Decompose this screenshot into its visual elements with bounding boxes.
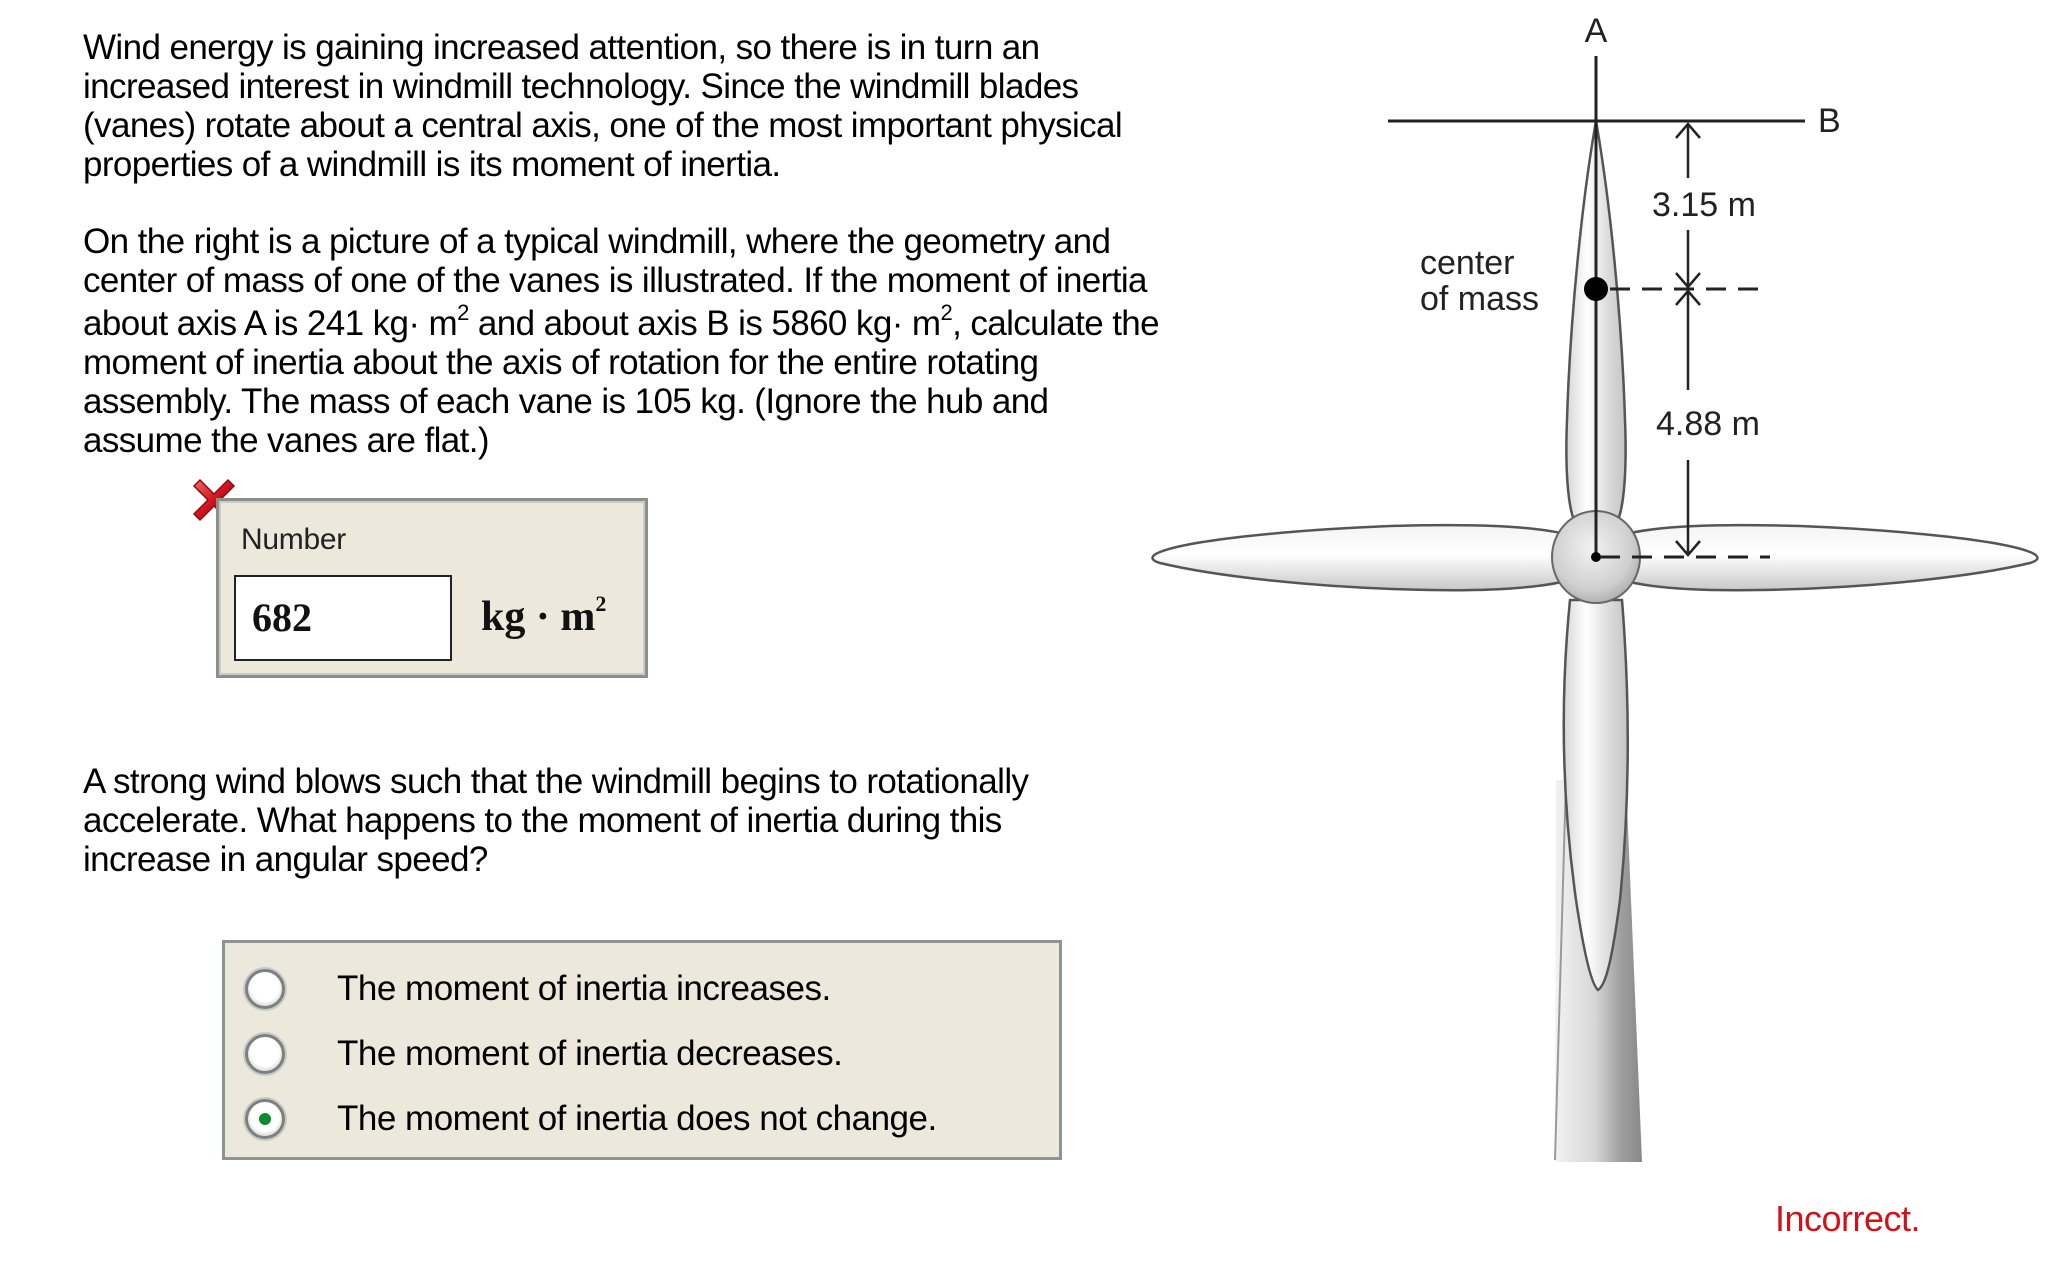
option-label[interactable]: The moment of inertia does not change. xyxy=(337,1099,937,1138)
unit-superscript: 2 xyxy=(595,591,607,616)
problem-line: On the right is a picture of a typical w… xyxy=(83,222,1111,261)
feedback-incorrect: Incorrect. xyxy=(1775,1198,1921,1239)
problem-line: center of mass of one of the vanes is il… xyxy=(83,261,1148,300)
part2-question: A strong wind blows such that the windmi… xyxy=(83,762,1283,879)
blade-lower xyxy=(1562,598,1630,992)
problem-line: moment of inertia about the axis of rota… xyxy=(83,343,1039,382)
unit-text: kg · m xyxy=(481,594,596,640)
answer-type-label: Number xyxy=(241,523,346,556)
intro-line: increased interest in windmill technolog… xyxy=(83,67,1079,106)
blade-right xyxy=(1620,523,2039,592)
problem-line: assembly. The mass of each vane is 105 k… xyxy=(83,382,1049,421)
blade-left xyxy=(1151,523,1572,592)
problem-line-given-values: about axis A is 241 kg· m2 and about axi… xyxy=(83,302,1383,343)
superscript: 2 xyxy=(940,300,953,326)
axis-a-label: A xyxy=(1585,12,1608,50)
multiple-choice-panel: The moment of inertia increases. The mom… xyxy=(222,940,1062,1160)
intro-paragraph: Wind energy is gaining increased attenti… xyxy=(83,28,1363,184)
problem-line-tail: , calculate the xyxy=(952,304,1160,343)
radio-button[interactable] xyxy=(245,969,285,1009)
option-label[interactable]: The moment of inertia increases. xyxy=(337,969,831,1008)
numeric-answer-panel: Number 682 kg · m2 xyxy=(216,498,648,678)
unit-label: kg · m2 xyxy=(481,591,607,641)
part2-line: A strong wind blows such that the windmi… xyxy=(83,762,1029,801)
radio-button[interactable] xyxy=(245,1034,285,1074)
number-input[interactable]: 682 xyxy=(234,575,452,661)
problem-paragraph: On the right is a picture of a typical w… xyxy=(83,222,1383,460)
part2-line: accelerate. What happens to the moment o… xyxy=(83,801,1002,840)
radio-button-selected[interactable] xyxy=(245,1099,285,1139)
part2-line: increase in angular speed? xyxy=(83,840,488,879)
problem-line: assume the vanes are flat.) xyxy=(83,421,490,460)
axis-b-label: B xyxy=(1818,102,1841,140)
windmill-diagram: A B center of mass 3.15 m 4.88 m xyxy=(1151,12,2039,1162)
given-axis-b: and about axis B is 5860 kg· m xyxy=(468,304,941,343)
given-axis-a: about axis A is 241 kg· m xyxy=(83,304,458,343)
intro-line: (vanes) rotate about a central axis, one… xyxy=(83,106,1123,145)
com-label-line2: of mass xyxy=(1420,280,1539,318)
center-of-mass-dot xyxy=(1584,277,1608,301)
intro-line: Wind energy is gaining increased attenti… xyxy=(83,28,1040,67)
intro-line: properties of a windmill is its moment o… xyxy=(83,145,781,184)
option-label[interactable]: The moment of inertia decreases. xyxy=(337,1034,843,1073)
dimension-upper-label: 3.15 m xyxy=(1652,186,1756,224)
com-label-line1: center xyxy=(1420,244,1515,282)
dimension-lower-label: 4.88 m xyxy=(1656,405,1760,443)
superscript: 2 xyxy=(457,300,469,326)
